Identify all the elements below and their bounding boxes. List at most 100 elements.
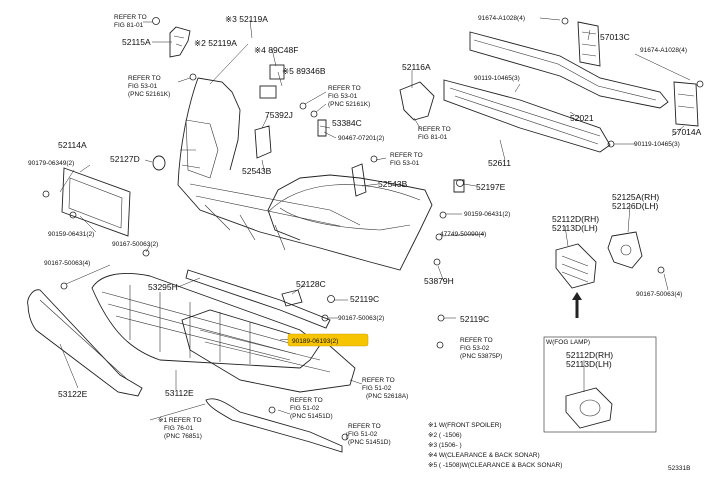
svg-text:(PNC 53875P): (PNC 53875P) [460, 353, 502, 360]
svg-text:FIG 76-01: FIG 76-01 [164, 425, 194, 432]
note-3: ※3 (1506- ) [428, 442, 462, 449]
label-90167-50063-c: 90167-50063(2) [338, 315, 384, 322]
clip-icon [453, 179, 465, 193]
note-2: ※2 ( -1506) [428, 432, 462, 439]
label-52128c: 52128C [296, 279, 326, 289]
label-52543b-a: 52543B [242, 166, 272, 176]
label-52125a: 52125A(RH) [612, 192, 659, 202]
label-90159-06431-b: 90159-06431(2) [464, 211, 510, 218]
label-53112e: 53112E [165, 388, 194, 398]
part-sonar-brackets[interactable] [254, 64, 367, 197]
label-89c48f: ※4 89C48F [254, 45, 298, 55]
note-4: ※4 W(CLEARANCE & BACK SONAR) [428, 452, 540, 459]
label-90167-50063-b: 90167-50063(4) [44, 260, 90, 267]
part-52611-absorber[interactable] [443, 79, 611, 153]
svg-text:REFER TO: REFER TO [460, 337, 493, 344]
label-90189-06193: 90189-06193(2) [292, 338, 338, 345]
label-52119c-b: 52119C [460, 314, 489, 324]
svg-text:REFER TO: REFER TO [348, 423, 381, 430]
part-57013c-bracket[interactable] [577, 21, 601, 67]
part-52114a-plate-bracket[interactable] [61, 167, 131, 237]
part-52128c-cover[interactable] [281, 289, 303, 307]
part-53295h-absorber[interactable] [185, 269, 331, 329]
label-52113d-b: 52113D(LH) [566, 359, 612, 369]
label-52119a-3: ※3 52119A [225, 14, 268, 24]
label-57013c: 57013C [600, 32, 630, 42]
label-91674-a1028-a: 91674-A1028(4) [478, 15, 525, 22]
part-52116a-bracket[interactable] [399, 81, 435, 121]
svg-text:FIG 53-02: FIG 53-02 [460, 345, 490, 352]
svg-text:(PNC 52618A): (PNC 52618A) [366, 393, 408, 400]
label-52119a-2: ※2 52119A [194, 38, 237, 48]
label-52126d: 52126D(LH) [612, 201, 658, 211]
svg-text:FIG 51-02: FIG 51-02 [362, 385, 392, 392]
part-bumper-cover[interactable] [177, 77, 433, 271]
label-91674-a1028-b: 91674-A1028(4) [640, 47, 687, 54]
part-labels[interactable]: REFER TO FIG 81-01 52115A ※3 52119A ※2 5… [28, 14, 702, 446]
part-52125a-bracket[interactable] [607, 231, 643, 269]
label-90167-50063-d: 90167-50063(4) [636, 291, 682, 298]
label-57014a: 57014A [672, 127, 702, 137]
label-52113d-a: 52113D(LH) [552, 223, 598, 233]
svg-text:※1 REFER TO: ※1 REFER TO [158, 417, 202, 424]
part-52112d-cover[interactable] [555, 243, 597, 289]
svg-text:(PNC 52161K): (PNC 52161K) [328, 101, 370, 108]
label-47749-50090: 47749-50090(4) [440, 231, 486, 238]
label-90167-50063-a: 90167-50063(2) [112, 241, 158, 248]
label-53295h: 53295H [148, 282, 178, 292]
svg-text:FIG 81-01: FIG 81-01 [418, 134, 448, 141]
svg-text:REFER TO: REFER TO [390, 152, 423, 159]
svg-text:(PNC 51451D): (PNC 51451D) [290, 413, 333, 420]
label-52611: 52611 [488, 158, 511, 168]
label-90179-06349: 90179-06349(2) [28, 160, 74, 167]
fog-lamp-box [543, 336, 657, 433]
label-52543b-b: 52543B [378, 179, 408, 189]
part-52115a-bracket[interactable] [169, 26, 191, 58]
svg-text:FIG 81-01: FIG 81-01 [114, 22, 144, 29]
svg-text:(PNC 52161K): (PNC 52161K) [128, 91, 170, 98]
note-1: ※1 W(FRONT SPOILER) [428, 422, 502, 429]
leader-lines [59, 17, 691, 441]
highlight-90189-06193 [287, 333, 369, 347]
label-53122e: 53122E [58, 389, 88, 399]
label-52112d-a: 52112D(RH) [552, 214, 599, 224]
svg-text:REFER TO: REFER TO [328, 85, 361, 92]
part-53112e-lower-grille[interactable] [91, 273, 321, 369]
footnotes: ※1 W(FRONT SPOILER) ※2 ( -1506) ※3 (1506… [428, 422, 690, 472]
label-90119-10465-b: 90119-10465(3) [634, 141, 680, 148]
label-90467-07201: 90467-07201(2) [338, 135, 384, 142]
label-refer-fig8101-a: REFER TO [114, 14, 147, 21]
label-52197e: 52197E [476, 182, 506, 192]
svg-text:REFER TO: REFER TO [418, 126, 451, 133]
label-53879h: 53879H [424, 276, 454, 286]
svg-text:FIG 51-02: FIG 51-02 [348, 431, 378, 438]
label-52115a: 52115A [122, 37, 151, 47]
label-fog-lamp: W(FOG LAMP) [546, 339, 590, 346]
part-53122e-spoiler[interactable] [27, 289, 143, 397]
label-90119-10465-a: 90119-10465(3) [474, 75, 520, 82]
arrow-up-icon [572, 292, 582, 318]
label-89346b: ※5 89346B [282, 66, 326, 76]
svg-text:FIG 53-01: FIG 53-01 [128, 83, 158, 90]
label-52127d: 52127D [110, 154, 140, 164]
bolt-icon [42, 17, 704, 441]
svg-text:REFER TO: REFER TO [128, 75, 161, 82]
diagram-id: 52331B [668, 465, 690, 472]
part-undercover[interactable] [181, 309, 356, 393]
svg-text:(PNC 51451D): (PNC 51451D) [348, 439, 391, 446]
label-52021: 52021 [570, 113, 594, 123]
part-lower-spoiler[interactable] [205, 398, 343, 453]
label-75392j: 75392J [265, 110, 293, 120]
part-52127d-cap[interactable] [152, 155, 166, 171]
svg-text:(PNC 76851): (PNC 76851) [164, 433, 202, 440]
label-52116a: 52116A [402, 62, 431, 72]
part-52021-reinforcement[interactable] [469, 31, 669, 109]
label-53384c: 53384C [332, 118, 362, 128]
note-5: ※5 ( -1508)W(CLEARANCE & BACK SONAR) [428, 462, 562, 469]
part-57014a-bracket[interactable] [673, 81, 699, 127]
svg-text:FIG 53-01: FIG 53-01 [328, 93, 358, 100]
label-52112d-b: 52112D(RH) [566, 350, 613, 360]
svg-text:REFER TO: REFER TO [290, 397, 323, 404]
